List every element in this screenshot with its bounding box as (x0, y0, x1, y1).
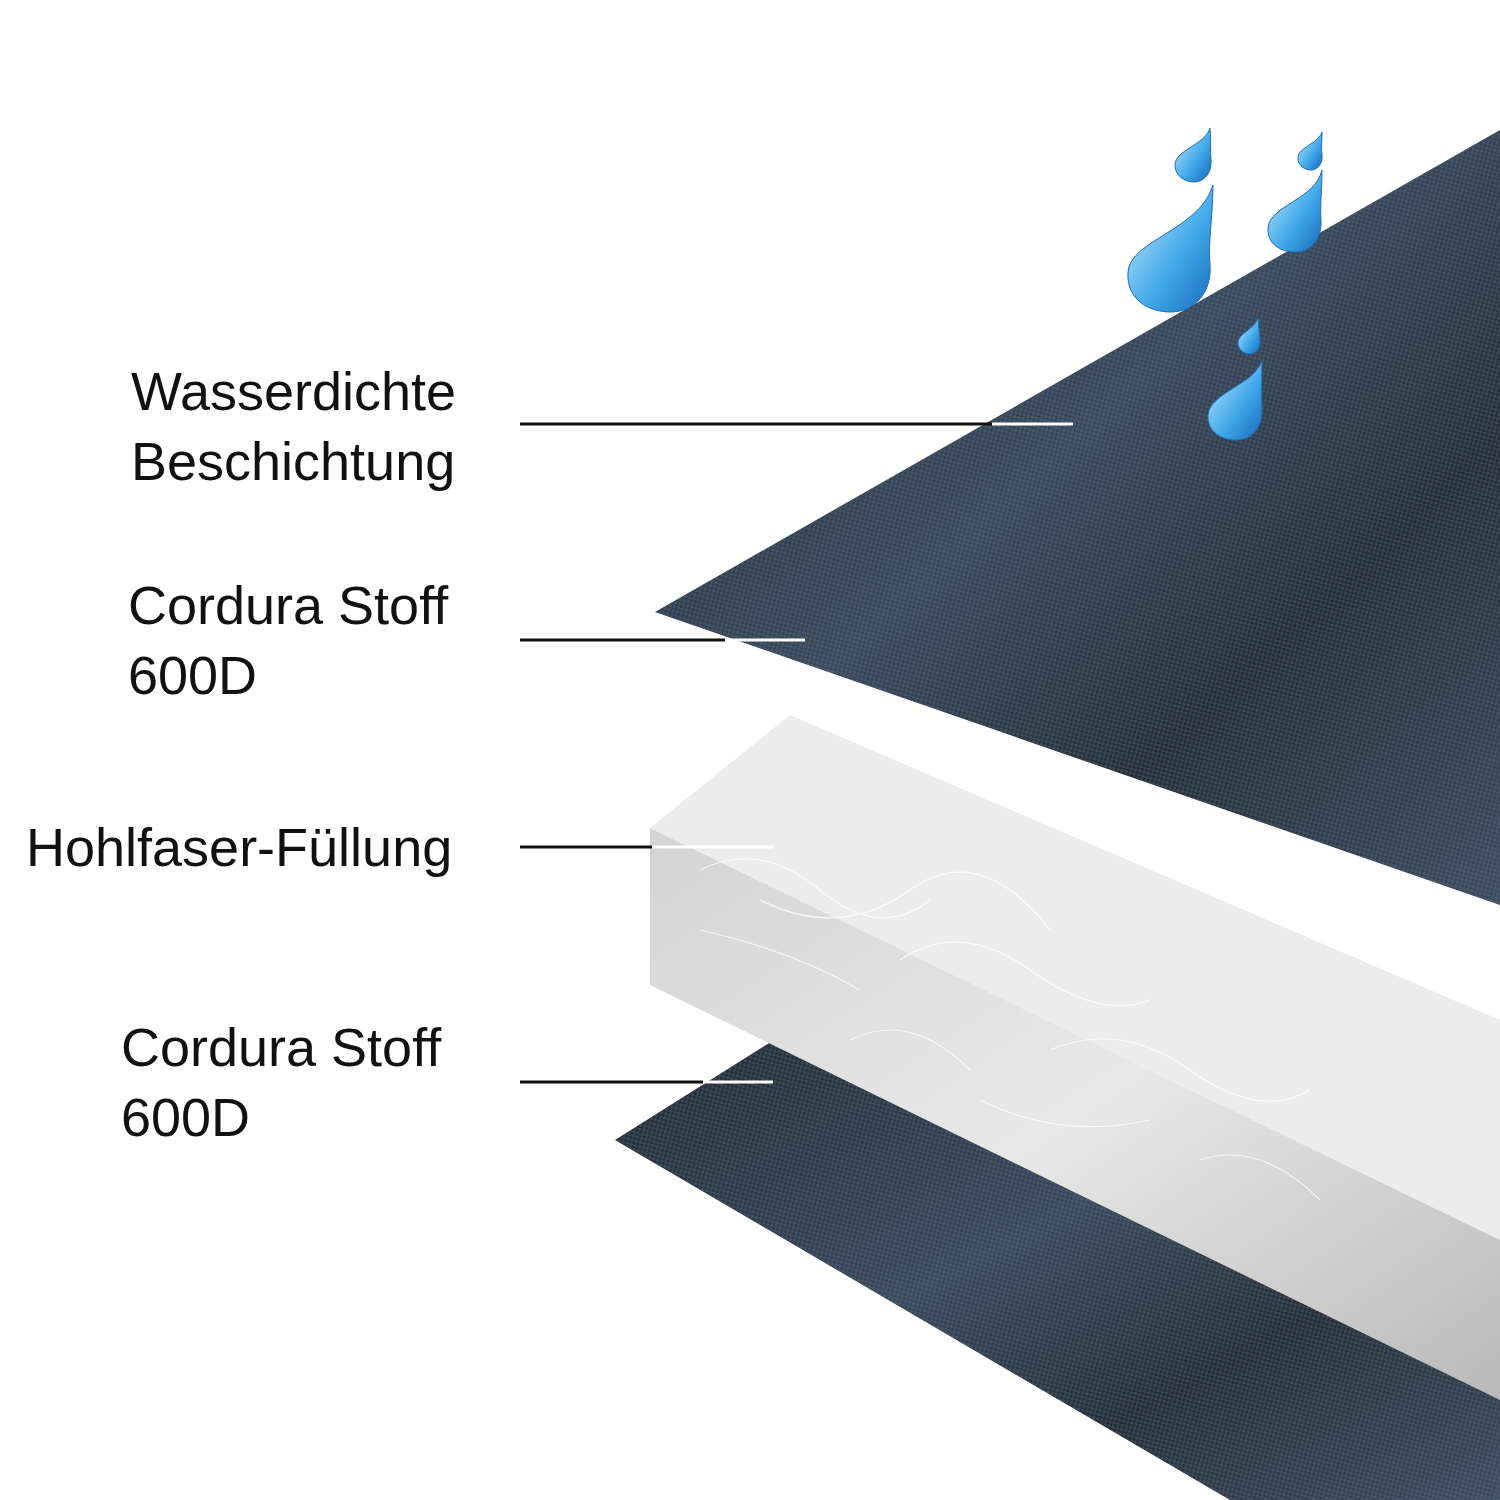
layer-label: Cordura Stoff 600D (121, 1012, 506, 1152)
layer-label: Wasserdichte Beschichtung (131, 356, 516, 496)
water-drops (1128, 128, 1322, 440)
layer-label: Cordura Stoff 600D (128, 570, 513, 710)
leader-lines (520, 424, 1073, 1082)
layer-label: Hohlfaser-Füllung (26, 812, 516, 882)
top-fabric (655, 130, 1500, 905)
